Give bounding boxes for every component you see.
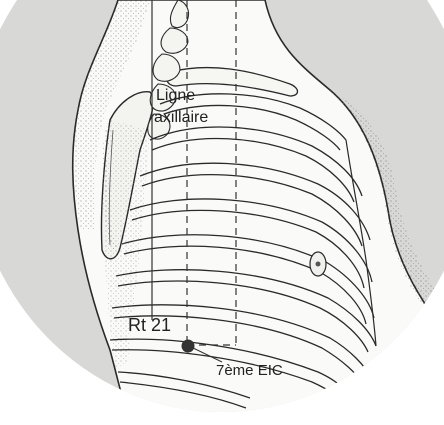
point-label: Rt 21 — [128, 315, 171, 335]
rib-space-label: 7ème EIC — [216, 362, 283, 379]
axillary-line-label-2: axillaire — [154, 109, 208, 126]
axillary-line-label-1: Ligne — [156, 87, 195, 104]
acupoint-marker — [182, 340, 195, 353]
nipple-center — [316, 262, 321, 267]
